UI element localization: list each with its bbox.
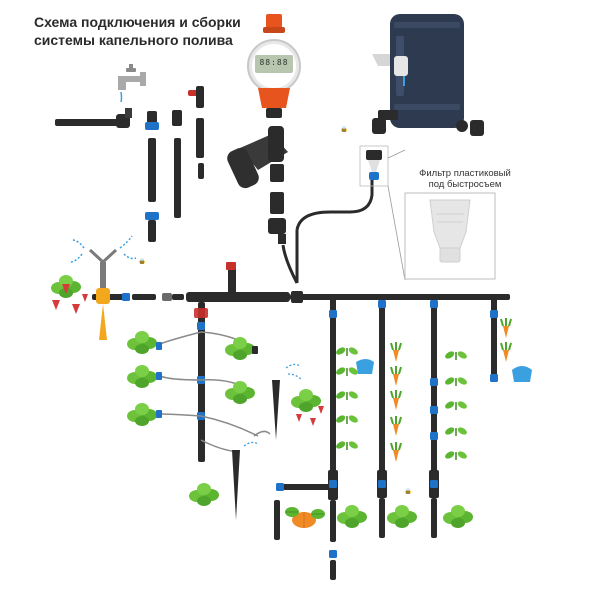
filter-caption-line-2: под быстросъем	[428, 179, 502, 190]
valve-column	[188, 86, 204, 179]
bottom-plants	[337, 505, 473, 528]
pumpkin-icon	[284, 506, 326, 528]
watering-can-icon	[356, 359, 532, 382]
bottom-fittings	[274, 470, 439, 580]
timer-icon	[247, 14, 301, 118]
filter-caption-line-1: Фильтр пластиковый	[419, 168, 511, 179]
stake-emitters	[232, 363, 303, 520]
title-line-2: системы капельного полива	[34, 32, 233, 48]
drip-line-2	[378, 298, 402, 478]
filter-callout	[387, 149, 496, 281]
hose-to-tank	[281, 180, 374, 284]
faucet-hose-segment	[55, 108, 132, 128]
filter-icon	[227, 126, 288, 244]
timer-display: 88:88	[259, 58, 289, 67]
tank-icon	[359, 14, 484, 187]
strawberry-bush-center	[291, 389, 324, 426]
faucet-icon	[118, 64, 146, 103]
filter-caption: Фильтр пластиковый под быстросъем	[405, 168, 525, 190]
main-pipe	[92, 291, 510, 303]
drip-line-1	[329, 298, 360, 476]
drip-line-4	[490, 298, 512, 382]
adapter-column-1	[145, 111, 159, 242]
adapter-column-2	[172, 110, 182, 218]
diagram-title: Схема подключения и сборки системы капел…	[34, 13, 294, 49]
main-line-valve	[226, 262, 236, 294]
strawberry-icon	[51, 275, 88, 314]
sprinkler-icon	[69, 235, 137, 340]
title-line-1: Схема подключения и сборки	[34, 14, 241, 30]
left-plants	[127, 331, 258, 506]
drip-line-3	[430, 298, 469, 478]
